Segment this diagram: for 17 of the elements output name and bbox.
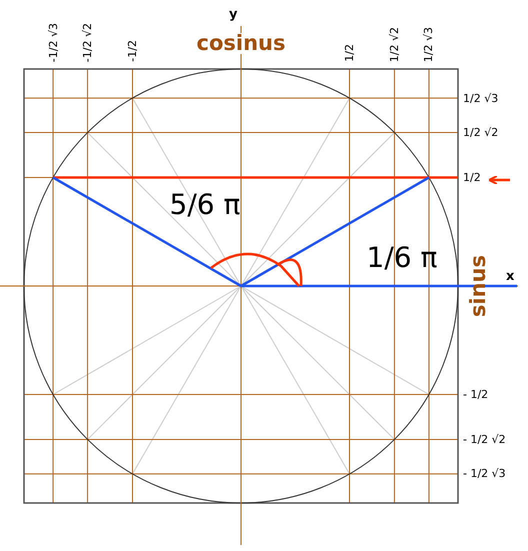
tick-label: 1/2 √3 [423,27,434,62]
tick-label: - 1/2 [463,389,488,400]
tick-label: -1/2 [127,40,138,62]
tick-label: - 1/2 √3 [463,468,506,480]
tick-label: 1/2 [463,172,481,183]
tick-label: 1/2 √3 [463,92,498,104]
tick-label: - 1/2 √2 [463,434,506,445]
axis-label: y [229,8,238,21]
tick-label: -1/2 √2 [82,23,94,62]
axis-label: x [506,270,514,283]
tick-label: 1/2 √2 [388,27,400,62]
tick-label: -1/2 √3 [48,23,59,62]
tick-label: 1/2 [344,44,355,62]
axis-title: cosinus [196,32,286,54]
axis-title: sinus [468,255,488,318]
angle-label: 5/6 π [170,191,240,219]
tick-label: 1/2 √2 [463,127,498,138]
